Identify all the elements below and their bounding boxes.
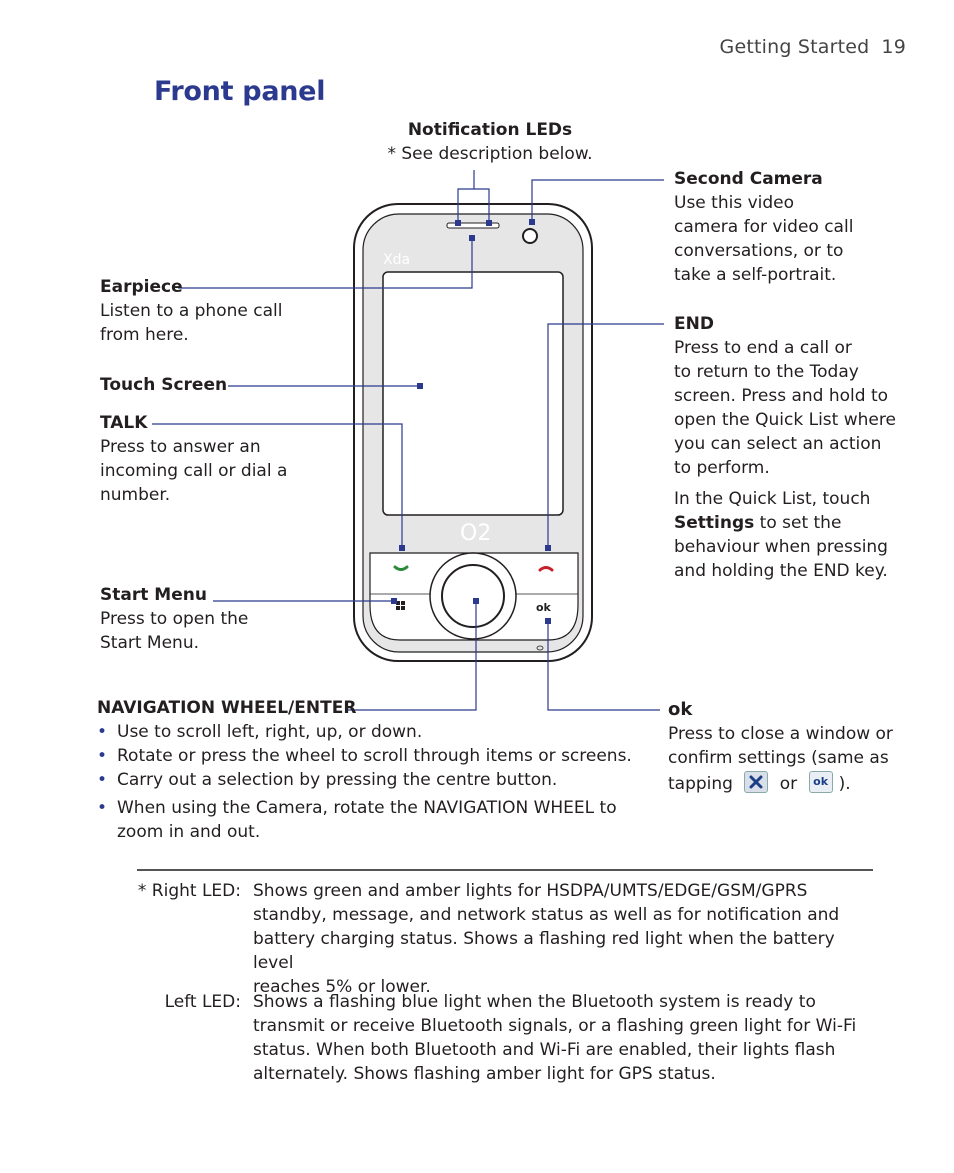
start-menu-line: Press to open the	[100, 609, 249, 629]
bullet-item: When using the Camera, rotate the NAVIGA…	[97, 796, 637, 844]
callout-talk: TALK Press to answer an incoming call or…	[100, 411, 320, 507]
second-camera-line: conversations, or to	[674, 241, 844, 261]
notification-leds-desc: * See description below.	[387, 144, 593, 164]
talk-line: number.	[100, 485, 171, 505]
talk-line: incoming call or dial a	[100, 461, 288, 481]
ok-text: tapping	[668, 774, 733, 794]
note-right-led: * Right LED: Shows green and amber light…	[131, 879, 891, 997]
callout-touch-screen: Touch Screen	[100, 373, 227, 397]
bullet-item: Use to scroll left, right, up, or down.	[97, 720, 637, 744]
device-diagram: ok Xda O2	[152, 170, 664, 711]
end-line: you can select an action	[674, 434, 882, 454]
start-menu-title: Start Menu	[100, 585, 207, 605]
callout-start-menu: Start Menu Press to open the Start Menu.	[100, 583, 300, 655]
note-line: status. When both Bluetooth and Wi-Fi ar…	[253, 1040, 836, 1060]
brand-logo: Xda	[383, 252, 410, 268]
ok-icon: ok	[808, 771, 833, 793]
callout-second-camera: Second Camera Use this video camera for …	[674, 167, 934, 287]
note-line: Shows a flashing blue light when the Blu…	[253, 992, 816, 1012]
callout-end: END Press to end a call or to return to …	[674, 312, 944, 583]
talk-icon	[393, 565, 409, 571]
section-title: Getting Started	[719, 36, 870, 58]
bullet-text: zoom in and out.	[117, 822, 261, 842]
ok-line: Press to close a window or	[668, 724, 893, 744]
note-label: * Right LED:	[137, 881, 241, 901]
end-line: and holding the END key.	[674, 561, 888, 581]
note-text: Shows green and amber lights for HSDPA/U…	[253, 879, 868, 999]
ok-text: ).	[838, 774, 851, 794]
enter-button	[441, 564, 505, 628]
end-line: In the Quick List, touch	[674, 489, 871, 509]
touch-screen-title: Touch Screen	[100, 375, 228, 395]
earpiece-line: Listen to a phone call	[100, 301, 283, 321]
page-number: 19	[881, 36, 906, 58]
operator-logo: O2	[460, 521, 491, 546]
notification-leds-title: Notification LEDs	[407, 120, 573, 140]
nav-wheel-bullets: Use to scroll left, right, up, or down. …	[97, 720, 637, 844]
note-left-led: Left LED: Shows a flashing blue light wh…	[131, 990, 891, 1090]
running-header: Getting Started 19	[720, 36, 906, 58]
start-menu-line: Start Menu.	[100, 633, 200, 653]
end-line: to perform.	[674, 458, 770, 478]
earpiece-title: Earpiece	[100, 277, 183, 297]
bullet-item: Rotate or press the wheel to scroll thro…	[97, 744, 637, 768]
end-icon	[538, 566, 554, 572]
end-text: to set the	[754, 513, 842, 533]
talk-line: Press to answer an	[100, 437, 261, 457]
talk-title: TALK	[100, 413, 148, 433]
bullet-item: Carry out a selection by pressing the ce…	[97, 768, 637, 792]
touch-screen	[382, 271, 564, 516]
note-text: Shows a flashing blue light when the Blu…	[253, 990, 868, 1086]
note-line: standby, message, and network status as …	[253, 905, 840, 925]
page-title: Front panel	[154, 76, 326, 107]
callout-nav-wheel: NAVIGATION WHEEL/ENTER Use to scroll lef…	[97, 696, 637, 844]
bullet-text: When using the Camera, rotate the NAVIGA…	[117, 798, 617, 818]
second-camera-line: take a self-portrait.	[674, 265, 837, 285]
note-line: alternately. Shows flashing amber light …	[253, 1064, 716, 1084]
close-icon	[744, 771, 769, 793]
second-camera-title: Second Camera	[674, 169, 823, 189]
note-line: Shows green and amber lights for HSDPA/U…	[253, 881, 808, 901]
callout-notification-leds: Notification LEDs * See description belo…	[380, 118, 600, 166]
ok-title: ok	[668, 699, 693, 720]
note-label: Left LED:	[164, 992, 241, 1012]
second-camera-lens	[522, 228, 538, 244]
divider	[137, 869, 873, 871]
earpiece-line: from here.	[100, 325, 189, 345]
callout-earpiece: Earpiece Listen to a phone call from her…	[100, 275, 320, 347]
note-line: transmit or receive Bluetooth signals, o…	[253, 1016, 857, 1036]
end-line: screen. Press and hold to	[674, 386, 889, 406]
ok-key-label: ok	[536, 601, 552, 614]
note-line: battery charging status. Shows a flashin…	[253, 929, 835, 973]
ok-tapping-line: tapping or ok).	[668, 771, 938, 796]
settings-bold: Settings	[674, 513, 755, 533]
end-line: open the Quick List where	[674, 410, 896, 430]
end-line: behaviour when pressing	[674, 537, 888, 557]
ok-line: confirm settings (same as	[668, 748, 889, 768]
windows-icon	[396, 601, 405, 610]
leader-lines	[152, 170, 664, 711]
nav-wheel-title: NAVIGATION WHEEL/ENTER	[97, 698, 357, 718]
end-line: Settings to set the	[674, 511, 944, 535]
end-line: to return to the Today	[674, 362, 859, 382]
end-line: Press to end a call or	[674, 338, 852, 358]
ok-text: or	[779, 774, 798, 794]
leader-dots	[391, 219, 551, 624]
callout-ok: ok Press to close a window or confirm se…	[668, 698, 938, 796]
second-camera-line: camera for video call	[674, 217, 854, 237]
end-title: END	[674, 314, 714, 334]
second-camera-line: Use this video	[674, 193, 795, 213]
end-para2: In the Quick List, touch Settings to set…	[674, 487, 944, 583]
note-line: reaches 5% or lower.	[253, 977, 431, 997]
